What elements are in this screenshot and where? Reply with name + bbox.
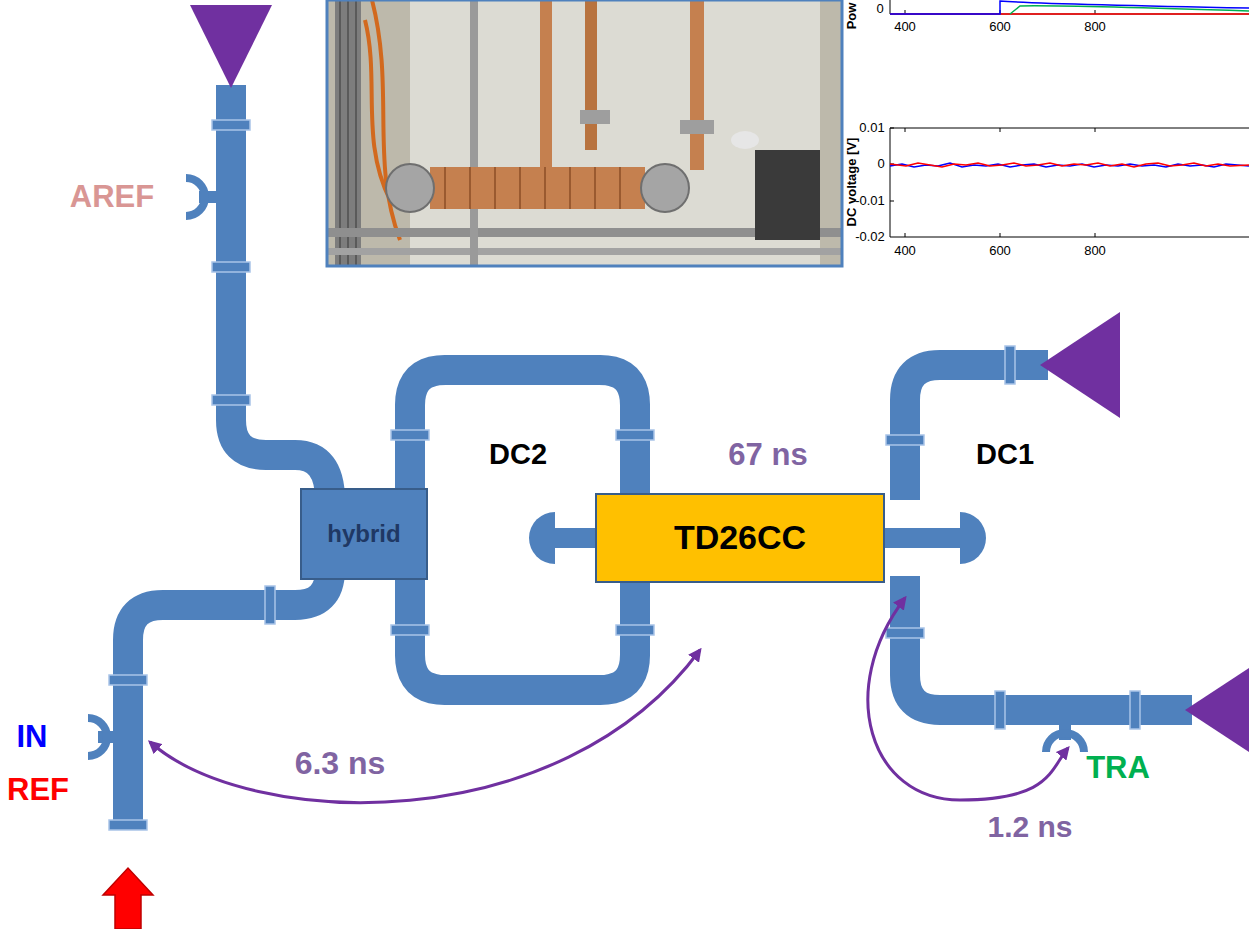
signal-name: DC1: [976, 439, 1034, 471]
flange: [391, 625, 429, 635]
photo-device: [755, 150, 820, 240]
flange: [391, 430, 429, 440]
transmitted-trace: [1010, 6, 1249, 14]
photo-inset: [327, 0, 842, 266]
rf-load: [1040, 312, 1120, 418]
photo-wall: [410, 0, 820, 266]
copper-pipe: [690, 0, 704, 170]
rf-load: [190, 5, 272, 88]
cable-tray: [335, 0, 361, 266]
copper-ribs: [445, 167, 620, 209]
structure-box: TD26CC: [595, 493, 885, 583]
tick-label: 400: [894, 244, 916, 258]
tick-label: 600: [989, 20, 1011, 34]
dc1-coupler: [960, 512, 986, 564]
copper-pipe: [585, 0, 597, 150]
photo-flange: [641, 164, 689, 212]
signal-name: AREF: [70, 180, 154, 214]
axis-title: Pow: [845, 3, 859, 30]
tick-label: 0: [876, 2, 883, 16]
box-label: TD26CC: [674, 519, 806, 556]
power-chart: [890, 0, 1249, 14]
coupler-stub: [883, 528, 962, 548]
box-label: hybrid: [327, 521, 400, 547]
waveguide: [231, 85, 330, 500]
tick-label: 600: [989, 244, 1011, 258]
signal-name: DC2: [489, 439, 547, 471]
delay-label: 6.3 ns: [292, 746, 389, 781]
signal-name: REF: [7, 773, 69, 807]
tick-label: 0: [877, 157, 884, 171]
copper-structure: [430, 167, 645, 209]
copper-pipe: [540, 0, 552, 170]
delay-label: 1.2 ns: [984, 810, 1075, 843]
flange: [109, 675, 147, 685]
steel-bar: [327, 248, 842, 255]
tick-label: -0.01: [855, 194, 885, 208]
flange: [109, 820, 147, 830]
couplers: [88, 178, 1084, 756]
chart-ticks: [890, 128, 1095, 237]
waveguides: [128, 85, 1192, 825]
chart-axes: [890, 128, 1249, 237]
dc1-trace: [890, 163, 1249, 167]
waveguide: [905, 365, 1048, 500]
photo-flange: [580, 110, 610, 124]
flange: [212, 262, 250, 272]
flange: [265, 586, 275, 624]
flanges: [109, 120, 1140, 830]
rf-loads: [190, 5, 1249, 752]
waveguide-loop: [410, 580, 635, 690]
delay-arrow: [868, 598, 1068, 800]
tick-label: 0.01: [859, 121, 884, 135]
cable-tray-rails: [340, 0, 356, 266]
photo-background: [327, 0, 842, 266]
flange: [212, 120, 250, 130]
photo-flange: [680, 120, 714, 134]
waveguide: [905, 576, 1192, 710]
axis-title: DC voltage [V]: [845, 138, 859, 227]
dc2-coupler: [529, 512, 555, 564]
flange: [212, 395, 250, 405]
flange: [886, 628, 924, 638]
photo-frame: [327, 0, 842, 266]
tick-label: 400: [894, 20, 916, 34]
rf-load: [1185, 668, 1249, 752]
photo-foil: [731, 131, 759, 149]
tick-label: -0.02: [855, 230, 885, 244]
waveguide-loop: [410, 370, 635, 493]
signal-name: IN: [17, 720, 48, 754]
signal-name: TRA: [1086, 751, 1150, 785]
steel-post: [470, 0, 478, 266]
waveguide: [128, 570, 330, 825]
tra-coupler: [1046, 733, 1084, 752]
tick-label: 800: [1084, 244, 1106, 258]
hybrid-coupler-box: hybrid: [300, 488, 428, 580]
in-ref-coupler: [88, 718, 107, 756]
input-trace: [890, 1, 1249, 14]
dc2-trace: [890, 163, 1249, 167]
flange: [886, 435, 924, 445]
aref-coupler: [186, 178, 205, 216]
flange: [995, 691, 1005, 729]
chart-axes: [890, 0, 1249, 14]
tick-label: 800: [1084, 20, 1106, 34]
flange: [616, 625, 654, 635]
coupler-stub: [553, 528, 597, 548]
flange: [1130, 691, 1140, 729]
flange: [1005, 346, 1015, 384]
photo-flange: [386, 164, 434, 212]
dc-chart: [890, 128, 1249, 237]
delay-label: 67 ns: [728, 438, 807, 472]
input-arrow: [103, 868, 153, 929]
flange: [616, 430, 654, 440]
